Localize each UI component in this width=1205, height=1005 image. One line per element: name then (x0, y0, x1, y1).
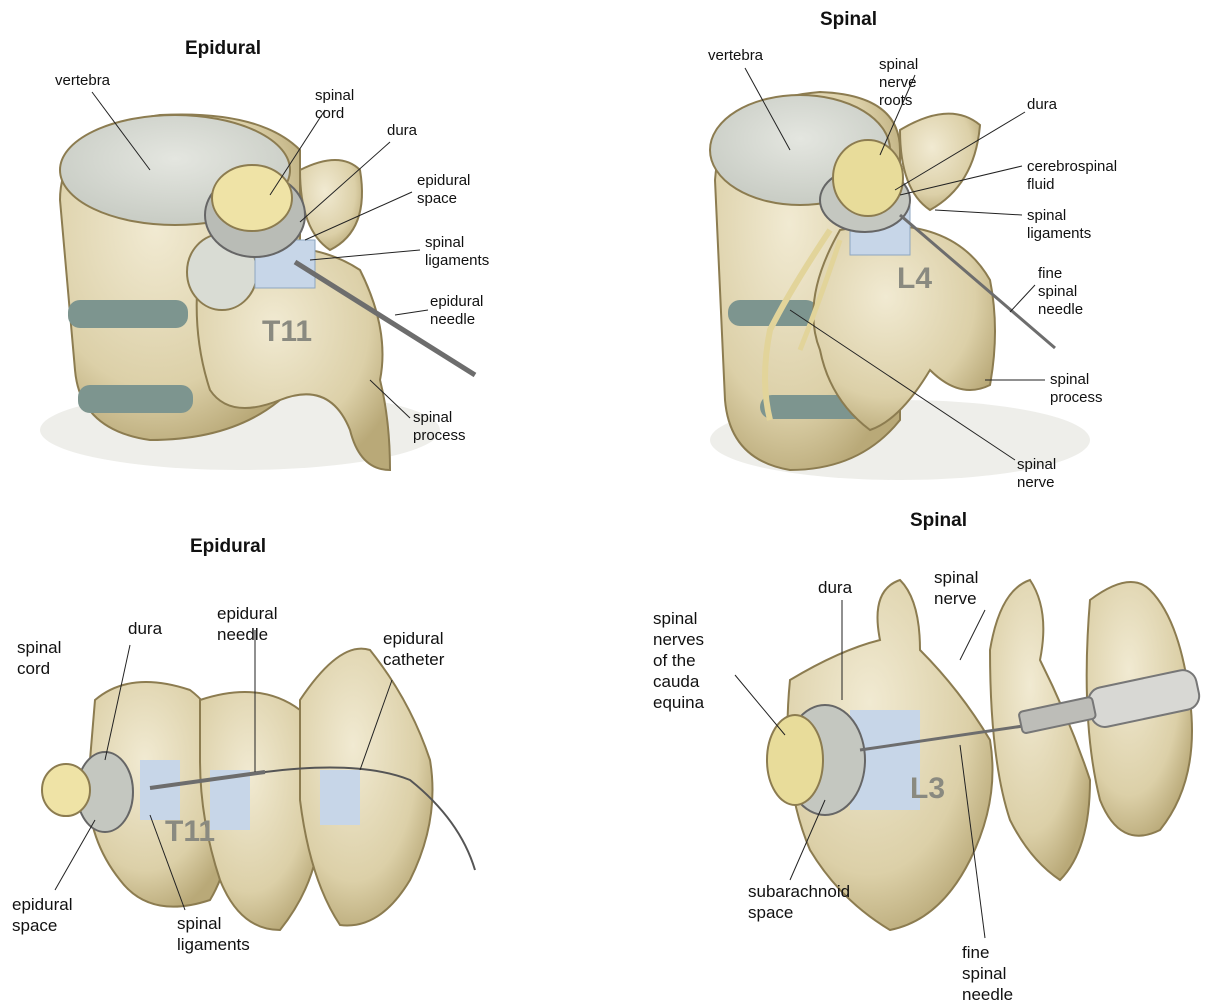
label-dura: dura (128, 618, 162, 639)
spinal-cord (212, 165, 292, 231)
cauda-equina (767, 715, 823, 805)
label-fine-spinal-needle: fine spinal needle (962, 942, 1013, 1005)
vertebra-level-label: L3 (910, 772, 945, 806)
panel-title: Spinal (910, 510, 967, 532)
label-spinal-cord: spinal cord (315, 87, 354, 123)
label-spinal-cord: spinal cord (17, 637, 61, 679)
vertebra-level-label: T11 (262, 315, 312, 349)
label-vertebra: vertebra (55, 72, 110, 90)
label-dura: dura (387, 122, 417, 140)
label-fine-spinal-needle: fine spinal needle (1038, 265, 1083, 319)
vertebra-3 (300, 649, 433, 926)
spinal-ligaments-1 (140, 760, 180, 820)
label-spinal-nerve: spinal nerve (1017, 456, 1056, 492)
intervertebral-disc-1 (68, 300, 188, 328)
label-dura: dura (1027, 96, 1057, 114)
transverse-process (300, 160, 362, 250)
label-cauda-equina: spinal nerves of the cauda equina (653, 608, 704, 713)
label-vertebra: vertebra (708, 47, 763, 65)
label-epidural-space: epidural space (12, 894, 73, 936)
label-spinal-nerve-roots: spinal nerve roots (879, 56, 918, 110)
spinal-process (813, 226, 995, 430)
panel-title: Epidural (190, 536, 266, 558)
label-subarachnoid-space: subarachnoid space (748, 881, 850, 923)
vertebra-level-label: T11 (165, 815, 215, 849)
label-dura: dura (818, 577, 852, 598)
panel-title: Spinal (820, 9, 877, 31)
label-spinal-ligaments: spinal ligaments (177, 913, 250, 955)
panel-title: Epidural (185, 38, 261, 60)
spinal-nerve-roots (833, 140, 903, 216)
label-cerebrospinal-fluid: cerebrospinal fluid (1027, 158, 1117, 194)
illustration-epidural-bottom (42, 649, 475, 930)
label-spinal-process: spinal process (413, 409, 466, 445)
label-epidural-needle: epidural needle (217, 603, 278, 645)
label-spinal-ligaments: spinal ligaments (425, 234, 489, 270)
label-spinal-process: spinal process (1050, 371, 1103, 407)
label-spinal-nerve: spinal nerve (934, 567, 978, 609)
vertebra-level-label: L4 (897, 262, 932, 296)
label-spinal-ligaments: spinal ligaments (1027, 207, 1091, 243)
spinal-ligaments-3 (320, 770, 360, 825)
illustration-spinal-bottom (767, 580, 1202, 930)
spinal-cord (42, 764, 90, 816)
label-epidural-catheter: epidural catheter (383, 628, 444, 670)
label-epidural-needle: epidural needle (430, 293, 483, 329)
intervertebral-disc-2 (78, 385, 193, 413)
illustration-epidural-top (40, 114, 475, 470)
label-epidural-space: epidural space (417, 172, 470, 208)
transverse-process (900, 114, 980, 210)
